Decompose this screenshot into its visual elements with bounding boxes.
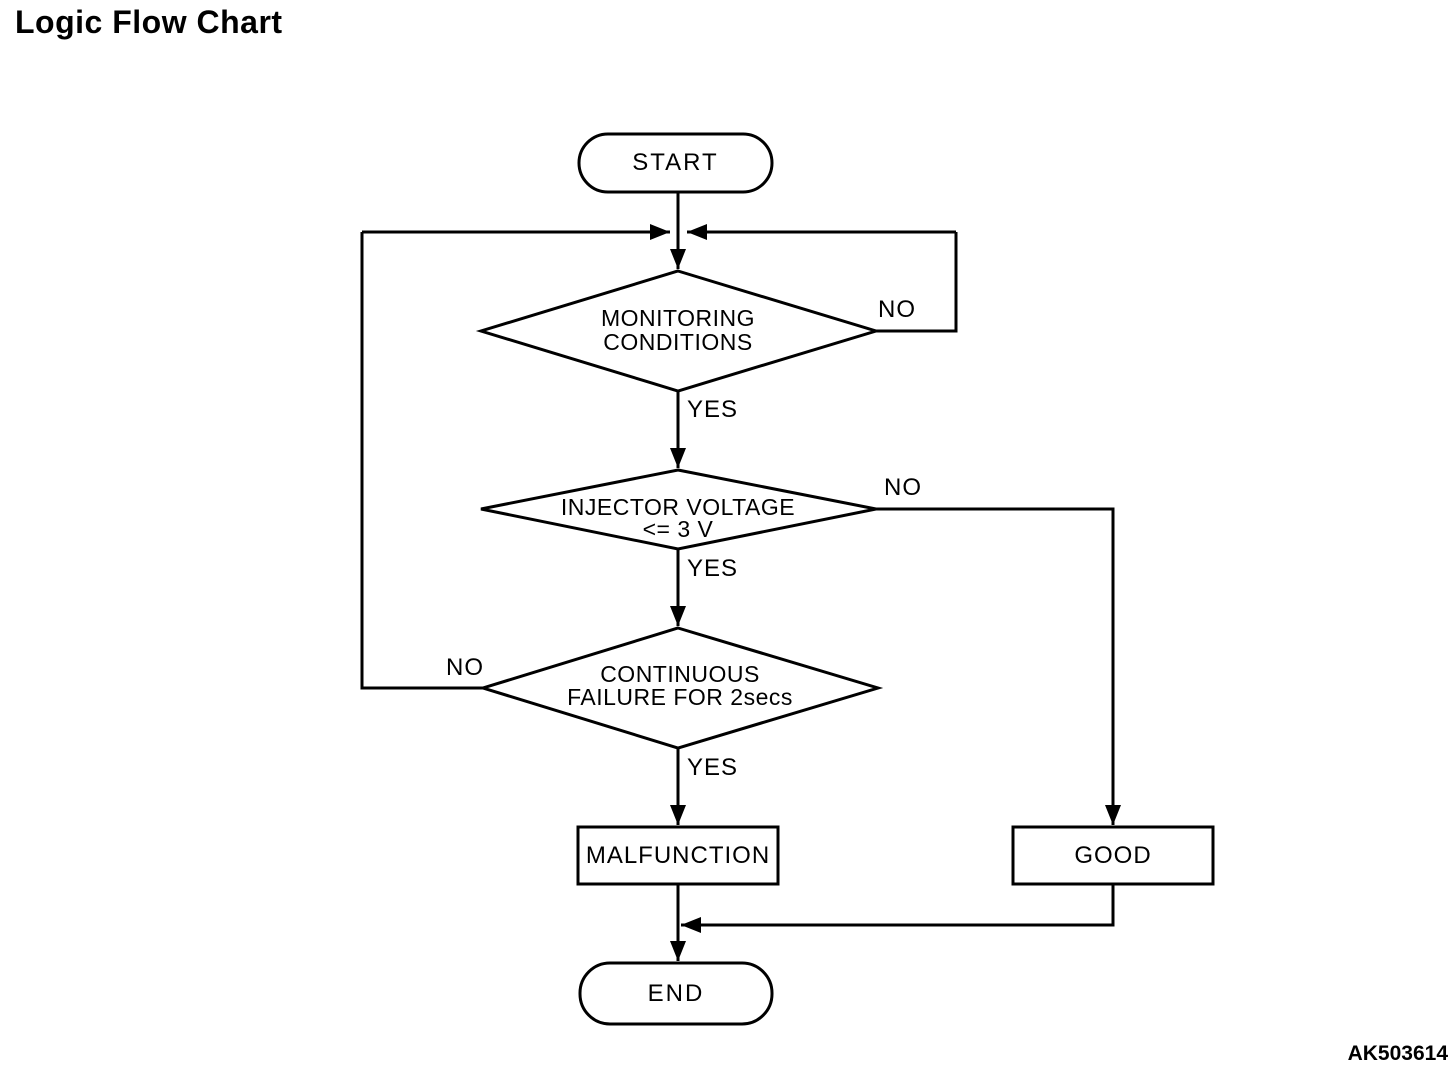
start-node (577, 132, 774, 194)
good-node-label: GOOD (1074, 841, 1152, 869)
edge-injector-no (876, 507, 1121, 825)
continuous-decision (477, 626, 884, 750)
malfunction-node-label: MALFUNCTION (585, 841, 771, 869)
decision-label-line: CONDITIONS (603, 329, 753, 355)
injector-no-label: NO (884, 474, 922, 501)
end-node-label: END (647, 979, 705, 1007)
decision-label-line: <= 3 V (642, 516, 714, 542)
page-title: Logic Flow Chart (15, 4, 283, 40)
end-node (578, 961, 774, 1026)
injector-decision (480, 468, 877, 551)
decision-label-line: INJECTOR VOLTAGE (560, 494, 796, 520)
monitoring-no-label: NO (878, 296, 916, 323)
monitoring-decision-label: MONITORING CONDITIONS (478, 306, 878, 354)
continuous-decision-label: CONTINUOUS FAILURE FOR 2secs (480, 663, 880, 709)
good-node (1011, 825, 1215, 886)
decision-label-line: CONTINUOUS (600, 661, 760, 687)
malfunction-node (576, 825, 780, 886)
monitoring-decision (475, 269, 882, 393)
continuous-yes-label: YES (687, 754, 739, 781)
monitoring-yes-label: YES (687, 396, 739, 423)
injector-decision-label: INJECTOR VOLTAGE <= 3 V (478, 494, 878, 542)
decision-label-line: FAILURE FOR 2secs (567, 684, 793, 710)
edge-good-to-end (681, 884, 1115, 933)
start-node-label: START (632, 149, 719, 176)
decision-label-line: MONITORING (600, 305, 756, 331)
figure-code: AK503614 (1347, 1042, 1448, 1065)
continuous-no-label: NO (446, 654, 484, 681)
edge-continuous-no-loop (360, 232, 483, 690)
injector-yes-label: YES (687, 555, 739, 582)
edge-monitoring-no (876, 232, 958, 333)
